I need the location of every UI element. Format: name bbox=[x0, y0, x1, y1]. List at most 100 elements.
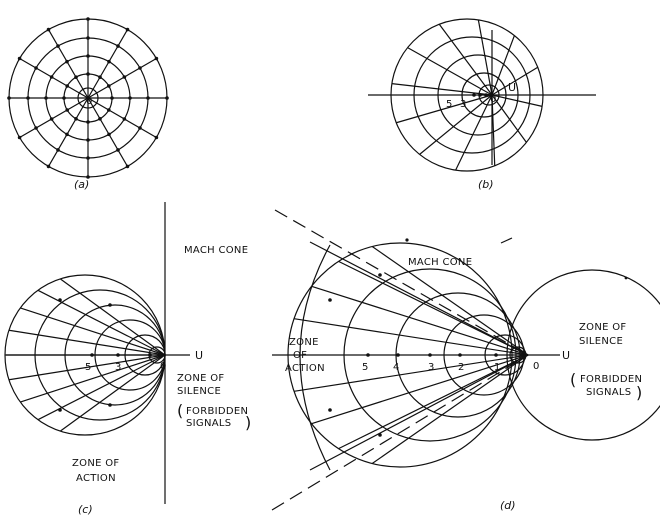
panel-d-tick-3: 3 bbox=[428, 362, 434, 373]
ray-line bbox=[455, 94, 493, 171]
ray-line bbox=[20, 307, 166, 356]
grid-dot bbox=[7, 96, 11, 100]
grid-dot bbox=[107, 132, 111, 137]
grid-dot bbox=[128, 96, 132, 100]
grid-dot bbox=[65, 108, 70, 112]
grid-dot bbox=[107, 59, 111, 64]
grid-dot bbox=[86, 36, 90, 40]
grid-dot bbox=[108, 403, 112, 407]
grid-dot bbox=[122, 75, 127, 79]
grid-dot bbox=[125, 164, 130, 169]
grid-dot bbox=[328, 408, 332, 412]
panel-d-forbidden-2: SIGNALS bbox=[586, 387, 631, 398]
panel-c-tick-3: 3 bbox=[115, 362, 121, 373]
panel-c-zone-action-2: ACTION bbox=[76, 473, 116, 484]
panel-d-cone-lower bbox=[309, 354, 529, 471]
grid-dot bbox=[328, 298, 332, 302]
ray-line bbox=[438, 23, 493, 96]
grid-dot bbox=[46, 27, 51, 32]
panel-d-origin-label: 0 bbox=[533, 361, 539, 372]
grid-dot bbox=[116, 44, 120, 48]
panel-d-mach-cone-label: MACH CONE bbox=[408, 257, 472, 268]
panel-c-origin-label: 0 bbox=[160, 361, 166, 372]
grid-dot bbox=[49, 75, 54, 79]
ray-line bbox=[491, 66, 539, 96]
ray-line bbox=[311, 354, 529, 425]
grid-dot bbox=[154, 56, 159, 61]
panel-d-tick-4: 4 bbox=[393, 362, 399, 373]
panel-a-caption: (a) bbox=[74, 178, 89, 191]
panel-d-zone-silence-2: SILENCE bbox=[579, 336, 623, 347]
ray-line bbox=[59, 354, 166, 432]
grid-dot bbox=[58, 298, 62, 302]
grid-dot bbox=[65, 132, 69, 137]
panel-b bbox=[368, 18, 596, 172]
ray-line bbox=[419, 94, 493, 155]
grid-dot bbox=[74, 116, 78, 121]
panel-b-tick-3: 3 bbox=[460, 99, 466, 110]
ray-line bbox=[293, 354, 529, 392]
panel-d-zone-action-2: OF bbox=[293, 350, 307, 361]
panel-c-axis-label: U bbox=[195, 349, 203, 362]
grid-dot bbox=[165, 96, 169, 100]
svg-text:): ) bbox=[636, 383, 643, 402]
ray-line bbox=[8, 329, 166, 356]
ray-line bbox=[391, 83, 493, 96]
ray-line bbox=[407, 47, 493, 96]
grid-dot bbox=[26, 96, 30, 100]
grid-dot bbox=[106, 84, 111, 88]
grid-dot bbox=[154, 135, 159, 140]
grid-dot bbox=[122, 117, 127, 121]
panel-c-tick-5: 5 bbox=[85, 362, 91, 373]
grid-dot bbox=[56, 148, 60, 152]
ray-line bbox=[8, 354, 166, 381]
grid-dot bbox=[98, 116, 102, 121]
grid-dot bbox=[65, 84, 70, 88]
ray-line bbox=[338, 354, 529, 450]
ray-line bbox=[491, 94, 543, 107]
ray-line bbox=[47, 29, 89, 99]
grid-dot bbox=[86, 54, 90, 58]
panel-d-cone-upper bbox=[309, 241, 529, 356]
svg-text:): ) bbox=[245, 413, 252, 432]
ray-line bbox=[20, 354, 166, 403]
grid-dot bbox=[106, 108, 111, 112]
panel-c-forbidden-2: SIGNALS bbox=[186, 418, 231, 429]
grid-dot bbox=[125, 27, 130, 32]
panel-b-origin-label: 0 bbox=[490, 94, 496, 105]
panel-d-cone-dashed-lower bbox=[271, 354, 529, 511]
ray-line bbox=[491, 35, 515, 96]
grid-dot bbox=[378, 273, 382, 277]
panel-c bbox=[4, 202, 190, 504]
grid-dot bbox=[110, 96, 114, 100]
panel-d-cone-dashed-upper bbox=[274, 209, 529, 356]
panel-c-zone-silence-1: ZONE OF bbox=[177, 373, 224, 384]
grid-dot bbox=[34, 66, 38, 70]
grid-dot bbox=[62, 96, 66, 100]
panel-c-zone-action-1: ZONE OF bbox=[72, 458, 119, 469]
grid-dot bbox=[86, 120, 90, 124]
panel-d-tick-2: 2 bbox=[458, 362, 464, 373]
panel-c-forbidden-1: FORBIDDEN bbox=[186, 406, 248, 417]
ray-line bbox=[87, 29, 129, 99]
grid-dot bbox=[65, 59, 69, 64]
panel-c-mach-cone-label: MACH CONE bbox=[184, 245, 248, 256]
ray-line bbox=[19, 57, 89, 99]
ray-line bbox=[371, 246, 529, 356]
grid-dot bbox=[108, 303, 112, 307]
ray-line bbox=[47, 97, 89, 167]
grid-dot bbox=[86, 72, 90, 76]
panel-c-zone-silence-2: SILENCE bbox=[177, 386, 221, 397]
svg-text:(: ( bbox=[570, 370, 577, 389]
ray-line bbox=[491, 94, 527, 143]
grid-dot bbox=[138, 66, 142, 70]
grid-dot bbox=[86, 175, 90, 179]
svg-text:(: ( bbox=[177, 401, 184, 420]
panel-d-zone-action-3: ACTION bbox=[285, 363, 325, 374]
panel-d-action-arc bbox=[299, 244, 331, 471]
grid-dot bbox=[56, 44, 60, 48]
panel-c-caption: (c) bbox=[78, 503, 93, 516]
ray-line bbox=[87, 97, 129, 167]
panel-d-axis-label: U bbox=[562, 349, 570, 362]
